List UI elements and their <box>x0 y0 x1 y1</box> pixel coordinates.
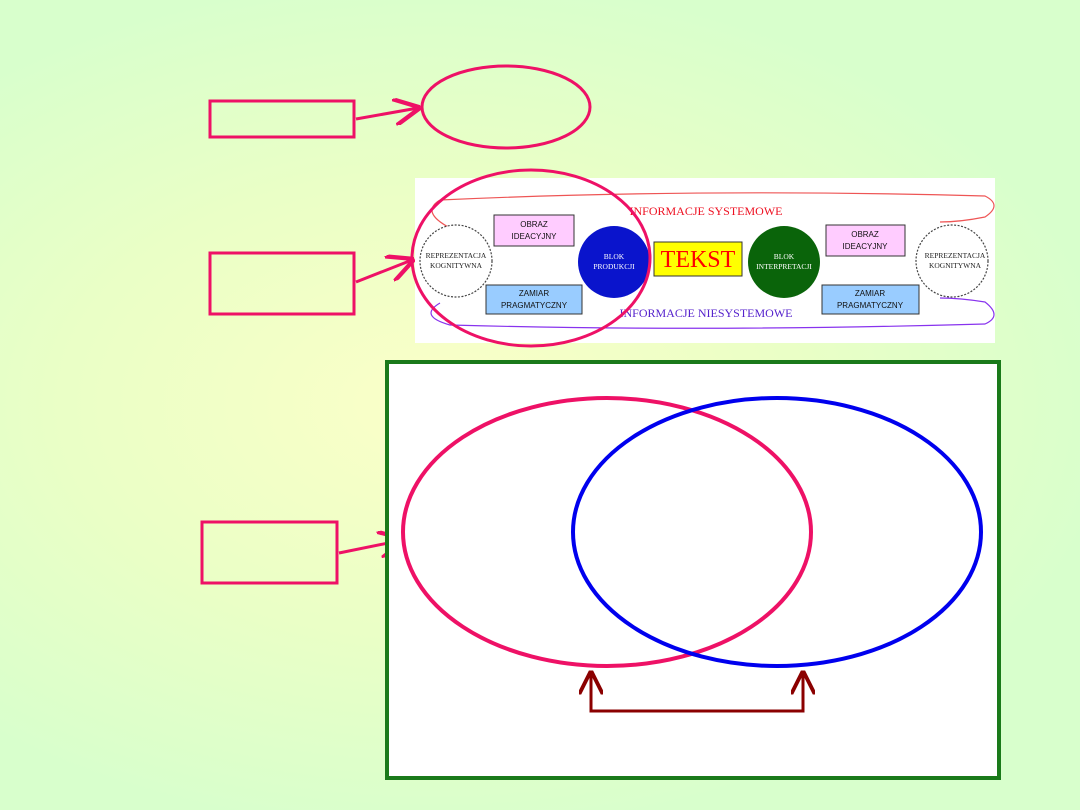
image-left-line2: IDEACYJNY <box>512 232 558 241</box>
arrow-top <box>355 108 418 119</box>
venn-ellipse-blue <box>571 396 983 668</box>
cognitive-left-line1: REPREZENTACJA <box>426 251 487 260</box>
text-box <box>653 241 743 277</box>
intent-box-right <box>821 284 920 315</box>
image-left-line1: OBRAZ <box>520 220 548 229</box>
intent-box-left <box>485 284 583 315</box>
production-line2: PRODUKCJI <box>593 262 635 271</box>
image-right-line1: OBRAZ <box>851 230 879 239</box>
cognitive-right-line1: REPREZENTACJA <box>925 251 986 260</box>
image-right-line2: IDEACYJNY <box>843 242 889 251</box>
cognitive-right-line2: KOGNITYWNA <box>929 261 982 270</box>
arrow-middle <box>355 260 412 284</box>
venn-frame <box>385 360 1001 780</box>
highlight-ellipse <box>410 168 652 348</box>
label-box-middle <box>208 251 356 316</box>
empty-ellipse-top <box>420 64 592 150</box>
intent-left-line2: PRAGMATYCZNY <box>501 301 568 310</box>
intent-right-line1: ZAMIAR <box>855 289 885 298</box>
intent-left-line1: ZAMIAR <box>519 289 549 298</box>
image-box-left <box>493 214 575 247</box>
bidirectional-connector <box>591 673 803 713</box>
info-nonsystemic-label: INFORMACJE NIESYSTEMOWE <box>619 306 792 320</box>
label-box-bottom <box>200 520 339 585</box>
production-block <box>578 226 650 298</box>
interpretation-line1: BLOK <box>774 252 795 261</box>
production-line1: BLOK <box>604 252 625 261</box>
cognitive-circle-right <box>915 224 989 298</box>
image-box-right <box>825 224 906 257</box>
cognitive-left-line2: KOGNITYWNA <box>430 261 483 270</box>
text-label: TEKST <box>661 247 736 273</box>
interpretation-block <box>748 226 820 298</box>
cognitive-circle-left <box>419 224 493 298</box>
label-box-top <box>208 99 356 139</box>
intent-right-line2: PRAGMATYCZNY <box>837 301 904 310</box>
venn-ellipse-pink <box>401 396 813 668</box>
nonsystemic-info-loop <box>430 297 995 329</box>
info-systemic-label: INFORMACJE SYSTEMOWE <box>629 204 782 218</box>
communication-model: INFORMACJE SYSTEMOWE INFORMACJE NIESYSTE… <box>415 178 995 343</box>
interpretation-line2: INTERPRETACJI <box>756 262 812 271</box>
